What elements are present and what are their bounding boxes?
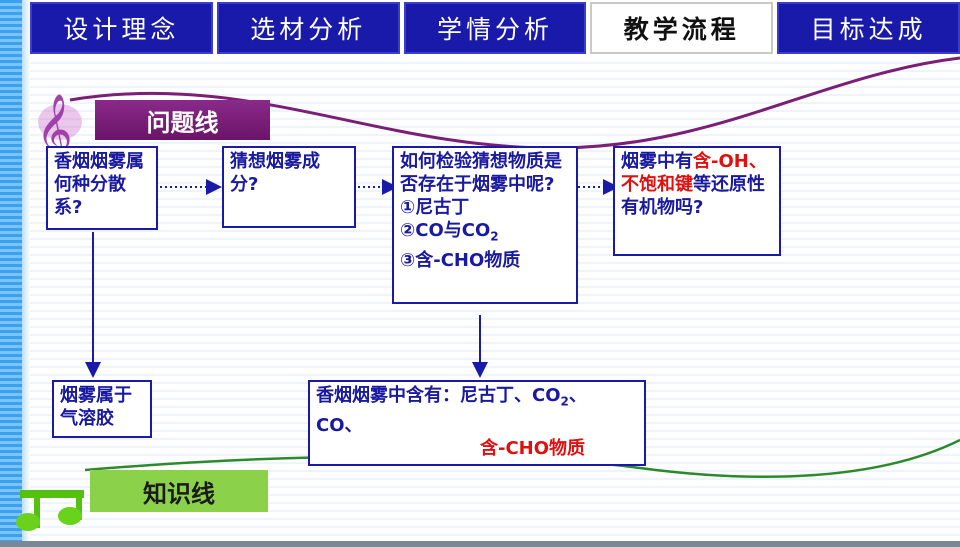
tab-teaching-process[interactable]: 教学流程: [590, 2, 774, 54]
question-box-2: 猜想烟雾成分?: [222, 146, 356, 228]
question-3-item-co-text: ②CO与CO: [400, 220, 491, 241]
tab-material-analysis[interactable]: 选材分析: [216, 2, 400, 54]
tab-design-concept[interactable]: 设计理念: [30, 2, 213, 54]
nav-tabs: 设计理念 选材分析 学情分析 教学流程 目标达成: [30, 0, 960, 56]
tab-goal-achievement[interactable]: 目标达成: [777, 2, 960, 54]
knowledge-1-text: 烟雾属于气溶胶: [60, 385, 132, 429]
question-box-1: 香烟烟雾属何种分散系?: [46, 146, 158, 230]
knowledge-box-2: 香烟烟雾中含有：尼古丁、CO2、 CO、 含-CHO物质: [308, 380, 646, 466]
knowledge-2-line3: 含-CHO物质: [480, 437, 586, 459]
left-decor-bar: [0, 0, 22, 547]
question-2-text: 猜想烟雾成分?: [230, 151, 320, 195]
left-decor-gradient: [22, 0, 30, 547]
question-3-item-co-sub: 2: [490, 229, 499, 244]
knowledge-2-line1-prefix: 香烟烟雾中含有：尼古丁、CO: [316, 385, 561, 406]
knowledge-box-1: 烟雾属于气溶胶: [52, 380, 152, 438]
knowledge-2-line1: 香烟烟雾中含有：尼古丁、CO2、: [316, 384, 638, 414]
tab-student-analysis[interactable]: 学情分析: [403, 2, 587, 54]
question-3-item-co: ②CO与CO2: [400, 219, 570, 249]
bottom-bar: [0, 541, 960, 547]
question-3-item-nicotine: ①尼古丁: [400, 197, 470, 218]
knowledge-2-line2: CO、: [316, 414, 363, 436]
question-box-3: 如何检验猜想物质是否存在于烟雾中呢? ①尼古丁 ②CO与CO2 ③含-CHO物质: [392, 146, 578, 304]
knowledge-line-banner: 知识线: [90, 470, 268, 512]
knowledge-2-line1-suffix: 、: [568, 385, 587, 406]
question-3-title: 如何检验猜想物质是否存在于烟雾中呢?: [400, 151, 562, 195]
question-4-suffix: 等还原性有机物吗?: [621, 174, 765, 218]
question-3-item-cho: ③含-CHO物质: [400, 249, 521, 271]
question-4-highlight: 含-OH、不饱和键: [621, 151, 767, 195]
music-note-icon: [16, 490, 84, 531]
knowledge-2-line1-sub: 2: [560, 394, 569, 409]
question-4-prefix: 烟雾中有: [621, 151, 693, 172]
question-box-4: 烟雾中有含-OH、不饱和键等还原性有机物吗?: [613, 146, 781, 256]
question-1-text: 香烟烟雾属何种分散系?: [54, 151, 144, 218]
question-line-banner: 问题线: [95, 100, 270, 140]
